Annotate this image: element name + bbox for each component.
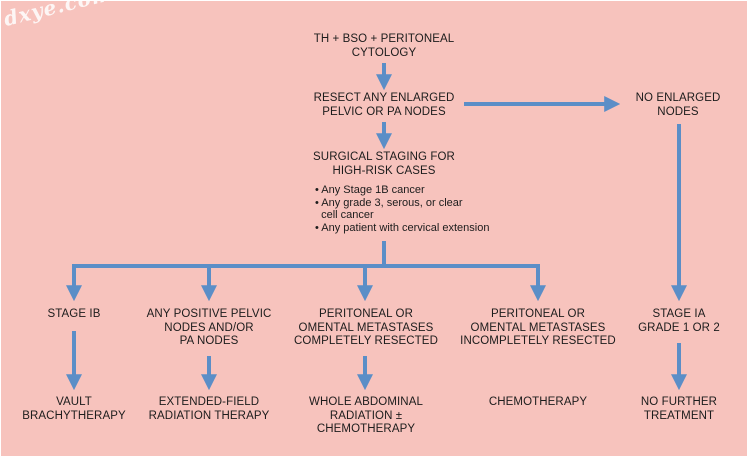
node-metastases-incompletely-resected: PERITONEAL OR OMENTAL METASTASES INCOMPL…	[460, 308, 616, 347]
node-surgical-staging: SURGICAL STAGING FOR HIGH-RISK CASES	[313, 151, 455, 177]
criteria-item: • Any patient with cervical extension	[315, 221, 490, 234]
criteria-item: • Any grade 3, serous, or clear	[315, 196, 463, 209]
node-th-bso-peritoneal-cytology: TH + BSO + PERITONEAL CYTOLOGY	[313, 33, 455, 59]
criteria-item: • Any Stage 1B cancer	[315, 184, 425, 196]
node-positive-pelvic-pa-nodes: ANY POSITIVE PELVIC NODES AND/OR PA NODE…	[146, 308, 272, 347]
node-whole-abdominal-radiation: WHOLE ABDOMINAL RADIATION ± CHEMOTHERAPY	[309, 396, 423, 435]
node-metastases-completely-resected: PERITONEAL OR OMENTAL METASTASES COMPLET…	[294, 308, 438, 347]
node-stage-ia-grade-1-2: STAGE IA GRADE 1 OR 2	[638, 308, 720, 334]
node-stage-ib: STAGE IB	[47, 308, 101, 320]
node-resect-enlarged-nodes: RESECT ANY ENLARGED PELVIC OR PA NODES	[313, 92, 455, 118]
node-no-further-treatment: NO FURTHER TREATMENT	[640, 396, 718, 422]
node-vault-brachytherapy: VAULT BRACHYTHERAPY	[22, 396, 126, 422]
node-chemotherapy: CHEMOTHERAPY	[488, 396, 588, 408]
node-no-enlarged-nodes: NO ENLARGED NODES	[635, 92, 721, 118]
node-extended-field-radiation: EXTENDED-FIELD RADIATION THERAPY	[148, 396, 270, 422]
criteria-item: cell cancer	[315, 209, 374, 221]
staging-criteria-list: • Any Stage 1B cancer • Any grade 3, ser…	[315, 184, 489, 234]
